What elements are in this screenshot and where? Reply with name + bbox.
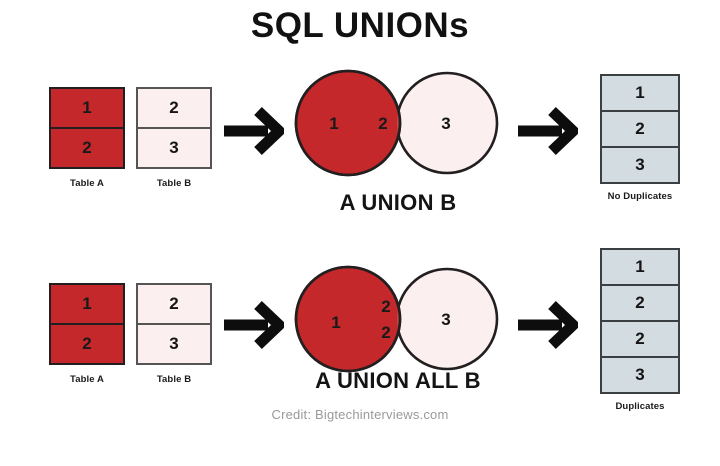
- result-table-no-duplicates: 1 2 3: [600, 74, 680, 184]
- venn-diagram-union: 1 2 3: [288, 62, 508, 187]
- arrow-right-icon: [224, 300, 287, 350]
- table-cell: 2: [602, 284, 678, 320]
- arrow-right-icon: [518, 106, 581, 156]
- venn-left-value: 1: [331, 313, 341, 332]
- table-cell: 3: [138, 323, 210, 363]
- result-label-duplicates: Duplicates: [615, 401, 665, 412]
- table-a-label-row2: Table A: [70, 374, 104, 385]
- table-b-row2: 2 3: [136, 283, 212, 365]
- table-cell: 1: [82, 294, 92, 313]
- table-a-label-row1: Table A: [70, 178, 104, 189]
- venn-left-value: 1: [329, 114, 339, 133]
- table-b-label-row1: Table B: [156, 178, 192, 189]
- table-cell: 2: [169, 98, 179, 117]
- table-b-row1: 2 3: [136, 87, 212, 169]
- table-a-row1: 1 2: [49, 87, 125, 169]
- venn-right-value: 3: [441, 310, 451, 329]
- venn-label-union-all: A UNION ALL B: [315, 368, 481, 393]
- result-table-duplicates: 1 2 2 3: [600, 248, 680, 394]
- table-cell: 2: [602, 110, 678, 146]
- venn-overlap-value: 2: [381, 323, 391, 342]
- table-cell: 2: [51, 127, 123, 167]
- table-a-row2: 1 2: [49, 283, 125, 365]
- table-cell: 3: [602, 146, 678, 182]
- table-cell: 3: [602, 356, 678, 392]
- venn-diagram-union-all: 1 2 2 3: [288, 258, 508, 383]
- table-cell: 2: [602, 320, 678, 356]
- table-cell: 2: [169, 294, 179, 313]
- table-cell: 3: [138, 127, 210, 167]
- venn-right-value: 3: [441, 114, 451, 133]
- page-title: SQL UNIONs: [250, 6, 470, 45]
- table-cell: 1: [82, 98, 92, 117]
- result-label-no-duplicates: No Duplicates: [607, 191, 673, 202]
- arrow-right-icon: [224, 106, 287, 156]
- credit-text: Credit: Bigtechinterviews.com: [271, 407, 449, 422]
- arrow-right-icon: [518, 300, 581, 350]
- table-cell: 1: [635, 257, 645, 276]
- venn-overlap-value: 2: [381, 297, 391, 316]
- table-cell: 1: [635, 83, 645, 102]
- venn-label-union: A UNION B: [339, 190, 457, 215]
- table-cell: 2: [51, 323, 123, 363]
- venn-overlap-value: 2: [378, 114, 388, 133]
- table-b-label-row2: Table B: [156, 374, 192, 385]
